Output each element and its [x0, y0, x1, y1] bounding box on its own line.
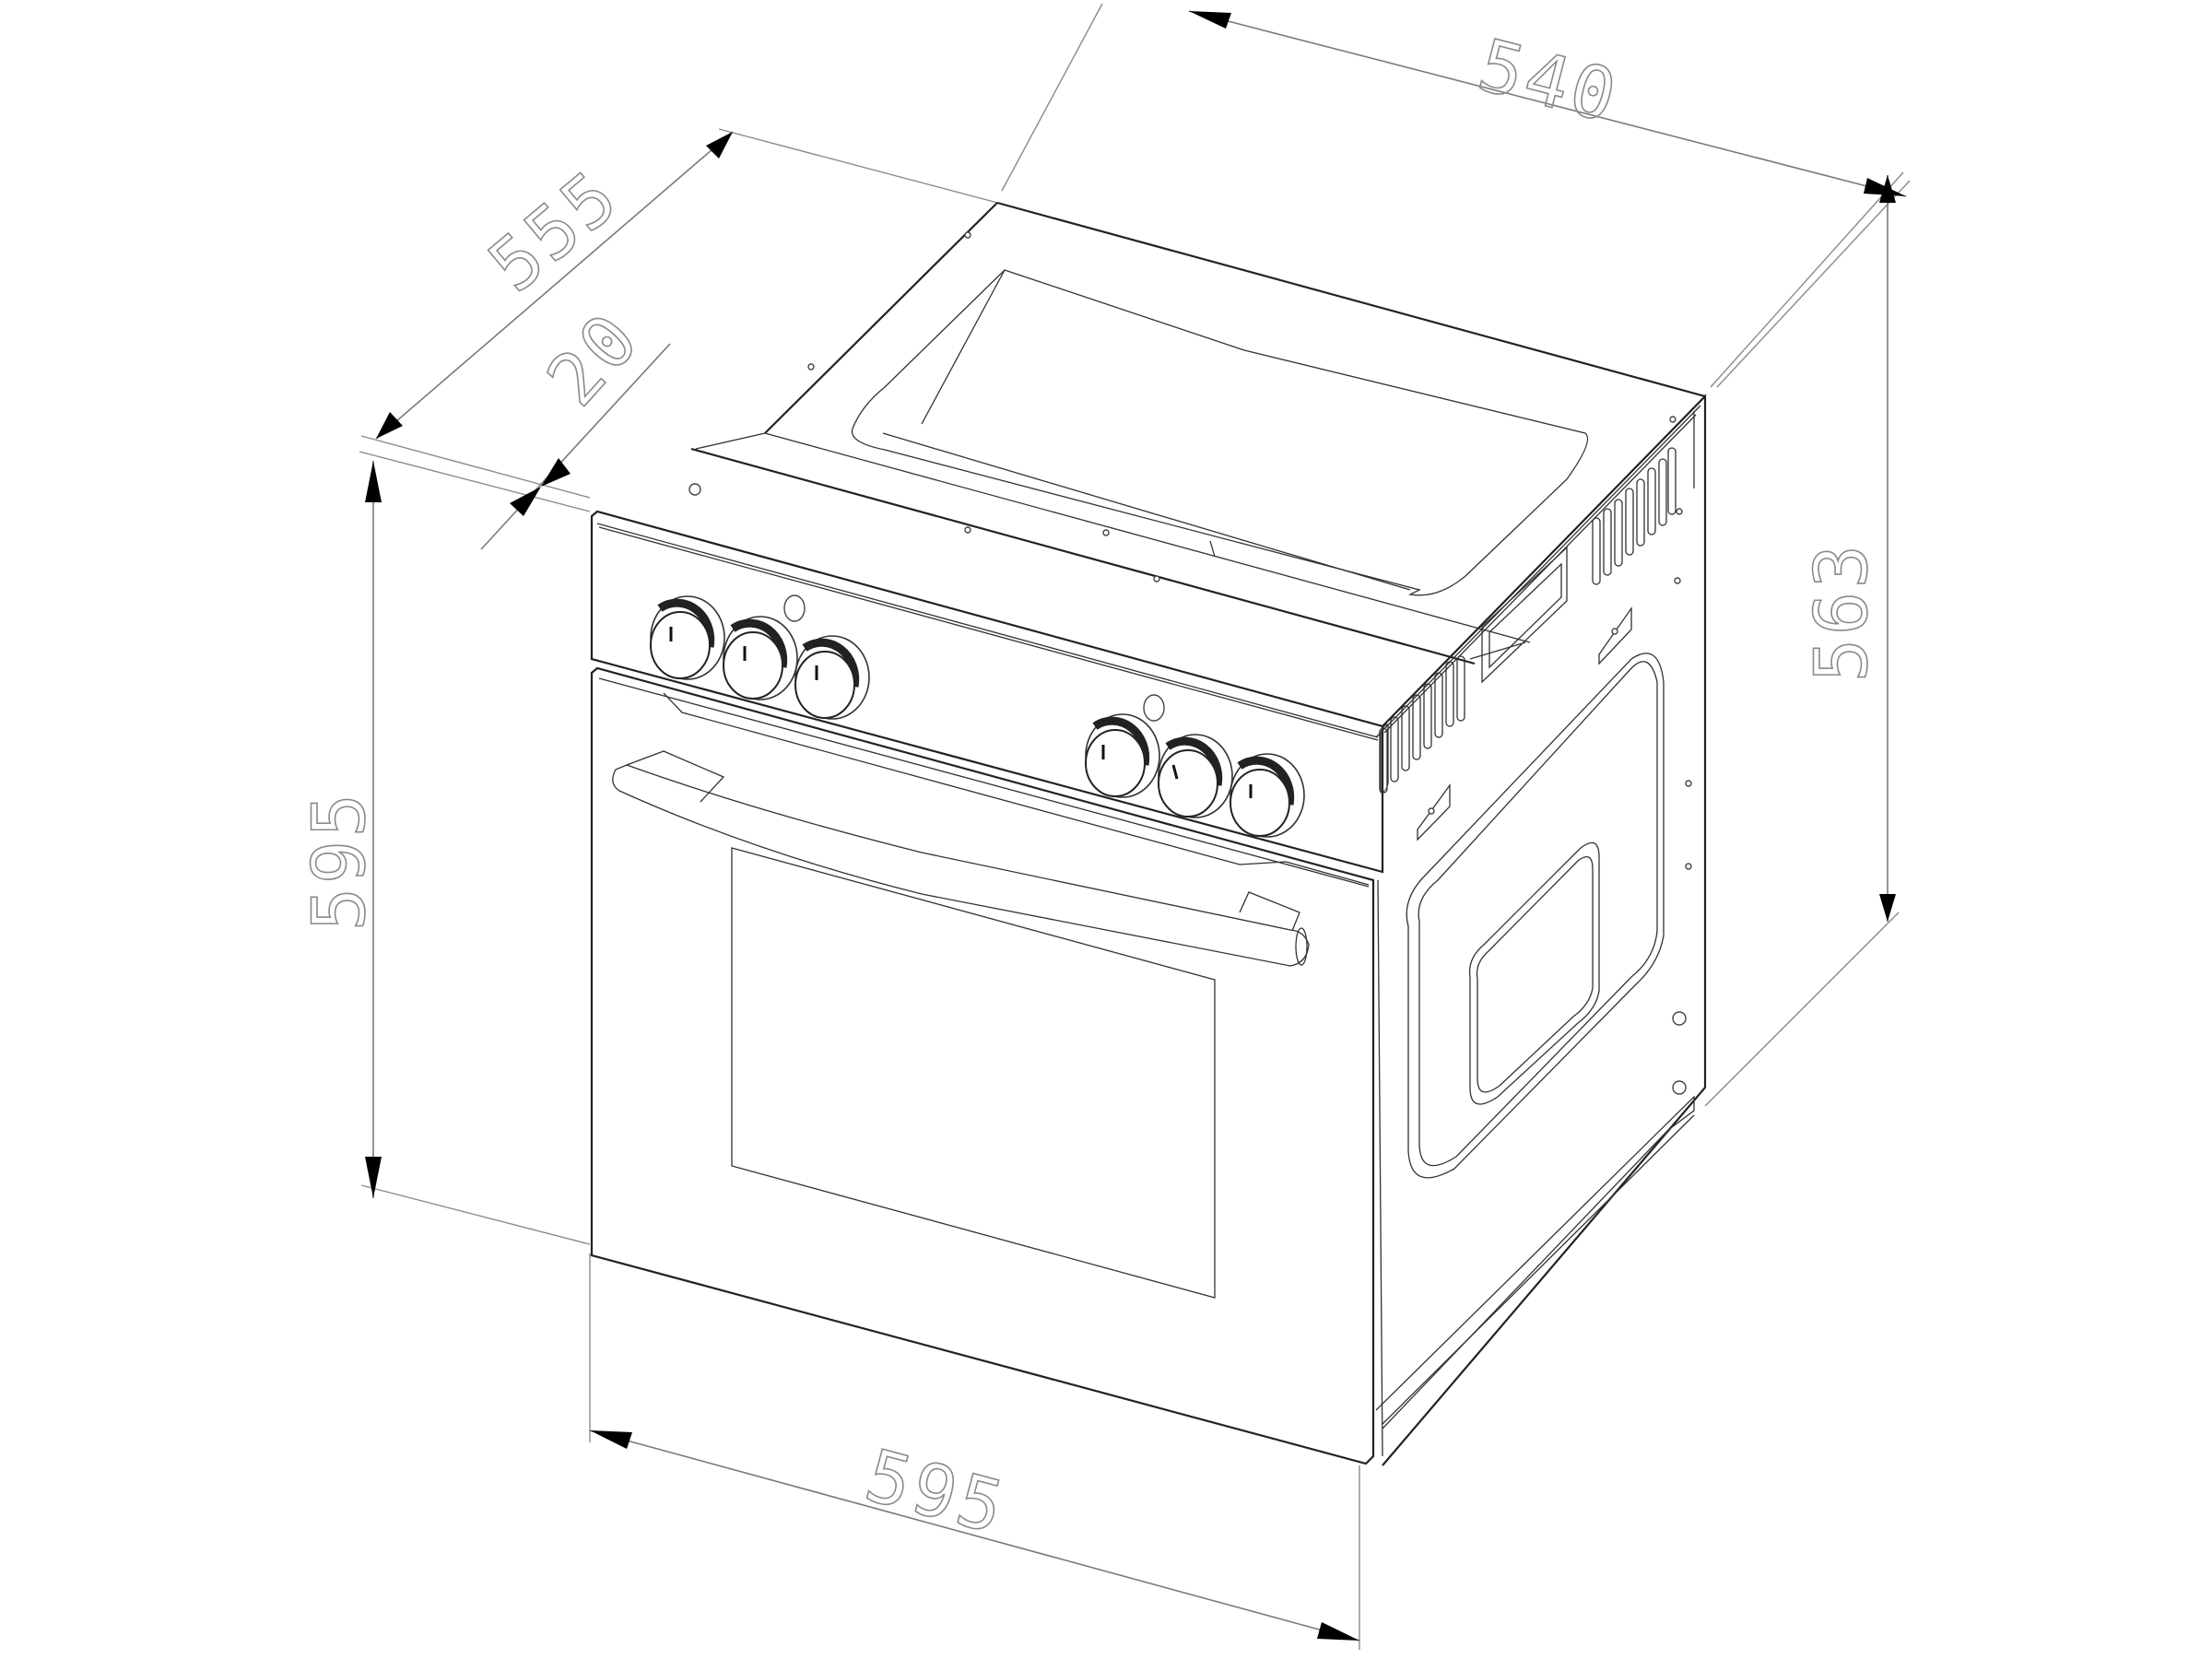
dimension-595-width: 595 [589, 1253, 1360, 1650]
knob-left-2[interactable] [723, 616, 798, 700]
dimension-label-540: 540 [1470, 24, 1628, 139]
side-emboss-inner [1468, 841, 1600, 1105]
vent-slots-front-group [1379, 655, 1465, 794]
bottom-rail [1375, 1095, 1695, 1430]
oven-door [590, 666, 1375, 1465]
dimension-label-555: 555 [474, 154, 635, 308]
door-window [731, 847, 1216, 1299]
knob-right-3[interactable] [1230, 753, 1305, 838]
arrow-head-icon [706, 132, 733, 159]
knob-left-3[interactable] [794, 635, 870, 720]
knob-left-1[interactable] [650, 595, 725, 680]
arrow-head-icon [590, 1430, 632, 1449]
arrow-head-icon [365, 1157, 382, 1198]
knob-right-1[interactable] [1085, 713, 1160, 798]
indicator-light-left [783, 594, 806, 622]
side-recess-cutout [1481, 546, 1568, 684]
knob-right-2[interactable] [1158, 734, 1233, 818]
dimension-label-595-height: 595 [299, 790, 382, 931]
vent-slots-rear-group [1592, 447, 1677, 585]
arrow-head-icon [1317, 1622, 1359, 1641]
dimension-563: 563 [1704, 171, 1904, 1107]
dimension-595-height: 595 [298, 461, 591, 1245]
dimension-540: 540 [1001, 3, 1911, 388]
arrow-head-icon [376, 412, 403, 439]
vent-slots-front [1380, 724, 1389, 794]
dimension-label-20: 20 [532, 297, 656, 422]
arrow-head-icon [541, 458, 571, 487]
arrow-head-icon [1879, 175, 1896, 203]
oven-top [688, 201, 1706, 665]
arrow-head-icon [510, 487, 541, 516]
indicator-light-right [1143, 694, 1165, 722]
oven-side-panel [1375, 394, 1707, 1466]
door-handle[interactable] [612, 750, 1310, 967]
dimension-555: 555 [360, 128, 1006, 499]
side-emboss-outer [1418, 661, 1658, 1167]
dimension-20: 20 [359, 296, 671, 550]
dimension-label-595-width: 595 [857, 1434, 1015, 1551]
arrow-head-icon [365, 461, 382, 502]
dimension-label-563: 563 [1801, 541, 1884, 682]
control-panel [590, 510, 1384, 874]
arrow-head-icon [1189, 11, 1231, 29]
mounting-tab [1417, 783, 1451, 841]
mounting-tab [1598, 606, 1632, 665]
arrow-head-icon [1879, 894, 1896, 922]
